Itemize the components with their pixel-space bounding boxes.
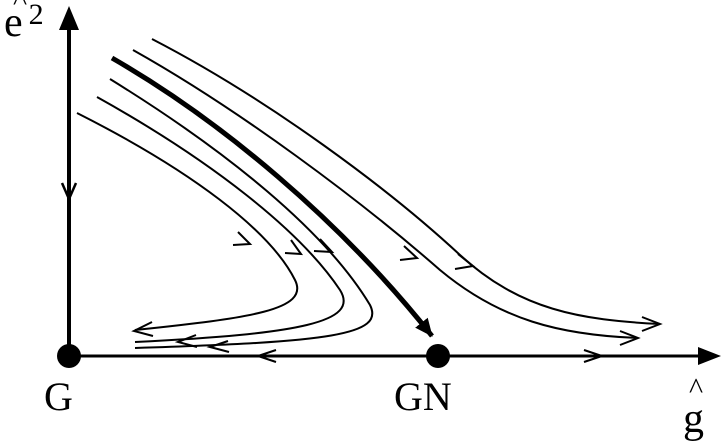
- flow-trajectory: [76, 112, 299, 331]
- flow-arrow: [284, 239, 304, 256]
- flow-arrow: [232, 231, 253, 246]
- flow-trajectory: [96, 96, 345, 343]
- flow-arrow: [619, 330, 641, 346]
- y-axis-arrowhead: [59, 6, 79, 30]
- flow-arrow: [313, 238, 335, 254]
- x-axis-symbol: g: [683, 396, 704, 442]
- fixed-point-g: [57, 344, 81, 368]
- x-axis-label: g^: [683, 374, 704, 442]
- flow-trajectory: [132, 49, 639, 339]
- flow-arrow: [206, 340, 230, 353]
- x-axis-arrowhead: [698, 347, 721, 365]
- flow-arrow: [641, 316, 663, 332]
- x-axis-flow-arrow-right: [583, 349, 606, 363]
- flow-arrow: [399, 245, 420, 261]
- flow-trajectory: [109, 78, 374, 349]
- separatrix-to-gn: [110, 55, 434, 338]
- fixed-point-gn: [426, 344, 450, 368]
- fixed-point-label-g: G: [44, 374, 73, 419]
- y-axis-hat: ^: [13, 0, 28, 17]
- y-axis-symbol: e: [4, 0, 23, 46]
- y-axis-flow-arrow: [60, 182, 78, 203]
- flow-arrow: [131, 321, 154, 337]
- y-axis-superscript: 2: [28, 0, 44, 31]
- y-axis-label: e^2: [4, 0, 44, 44]
- x-axis-hat: ^: [689, 372, 704, 405]
- fixed-point-label-gn: GN: [394, 374, 452, 419]
- flow-arrow: [174, 334, 198, 348]
- flow-trajectory: [151, 38, 661, 325]
- x-axis-flow-arrow-left: [254, 349, 277, 363]
- flow-arrow: [454, 253, 476, 270]
